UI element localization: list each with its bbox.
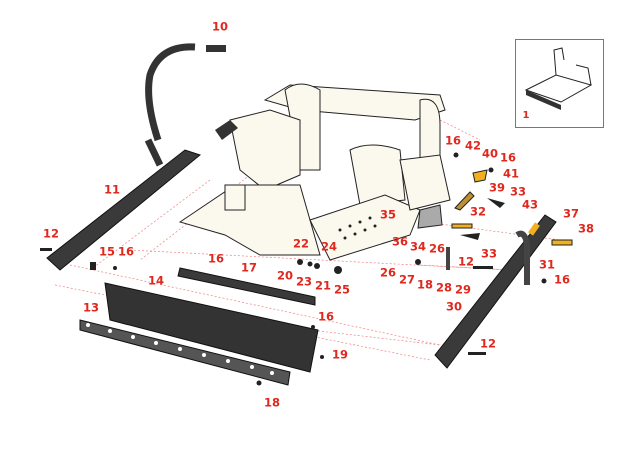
callout: 16 [553,272,571,287]
callout: 36 [391,234,409,249]
inset-drawing [524,47,593,110]
callout: 35 [379,207,397,222]
callout: 33 [480,246,498,261]
inset-overview: 1 [515,39,604,128]
main-frame [178,83,451,261]
callout: 18 [263,395,281,410]
callout: 31 [538,257,556,272]
callout: 13 [82,300,100,315]
callout: 21 [314,278,332,293]
callout: 16 [207,251,225,266]
callout: 27 [398,272,416,287]
callout: 41 [502,166,520,181]
callout: 19 [331,347,349,362]
callout: 16 [117,244,135,259]
callout: 12 [479,336,497,351]
handle-bar [145,43,196,142]
callout: 16 [317,309,335,324]
callout: 22 [292,236,310,251]
callout: 32 [469,204,487,219]
callout: 30 [445,299,463,314]
pin-32 [451,223,473,229]
handle-grip [206,45,226,52]
callout: 43 [521,197,539,212]
callout: 12 [42,226,60,241]
pad-33 [487,198,505,208]
callout: 38 [577,221,595,236]
left-rail [46,149,202,271]
hardware [40,152,547,386]
callout: 23 [295,274,313,289]
callout: 37 [562,206,580,221]
callout-1: 1 [522,110,530,121]
callout: 15 [98,244,116,259]
callout: 28 [435,280,453,295]
callout: 40 [481,146,499,161]
callout: 14 [147,273,165,288]
pin-38 [551,239,573,246]
callout: 10 [211,19,229,34]
callout: 12 [457,254,475,269]
decal-43 [528,222,540,236]
callout: 34 [409,239,427,254]
callout: 33 [509,184,527,199]
front-panel [104,282,319,373]
bracket-dark [215,120,238,140]
callout: 29 [454,282,472,297]
callout: 42 [464,138,482,153]
callout: 26 [379,265,397,280]
handle-lower [144,138,164,167]
callout: 25 [333,282,351,297]
rod [177,267,316,306]
spring-39 [454,191,475,211]
frame-holes [338,216,377,240]
callout: 16 [499,150,517,165]
bracket-40 [472,169,488,183]
callout: 24 [320,239,338,254]
lever [515,230,530,285]
callout: 39 [488,180,506,195]
pad-33b [460,233,480,240]
callout: 20 [276,268,294,283]
callout: 18 [416,277,434,292]
callout: 16 [444,133,462,148]
bracket-36 [417,204,443,229]
callout: 11 [103,182,121,197]
strip-holes [86,323,274,375]
callout: 17 [240,260,258,275]
callout: 26 [428,241,446,256]
